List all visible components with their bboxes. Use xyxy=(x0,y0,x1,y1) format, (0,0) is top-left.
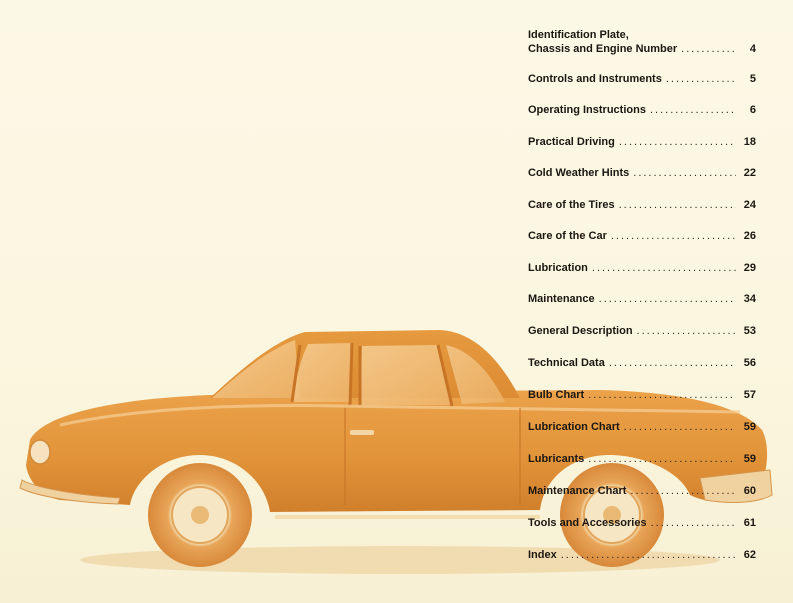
toc-dot-leader: ........................................… xyxy=(588,453,736,465)
toc-dot-leader: ........................................… xyxy=(588,389,736,401)
toc-entry-title: Controls and Instruments xyxy=(528,73,662,85)
toc-entry[interactable]: Care of the Car.........................… xyxy=(528,229,756,243)
ground-shadow xyxy=(80,546,720,574)
toc-dot-leader: ........................................… xyxy=(610,230,736,242)
toc-dot-leader: ........................................… xyxy=(608,357,736,369)
toc-entry-title: Care of the Car xyxy=(528,230,607,242)
windshield xyxy=(212,340,300,398)
front-bumper xyxy=(19,479,121,505)
toc-entry[interactable]: Practical Driving.......................… xyxy=(528,135,756,149)
rocker-trim xyxy=(275,515,540,519)
toc-entry[interactable]: Care of the Tires.......................… xyxy=(528,198,756,212)
toc-dot-leader: ........................................… xyxy=(598,293,736,305)
toc-entry[interactable]: Technical Data..........................… xyxy=(528,356,756,370)
toc-dot-leader: ........................................… xyxy=(623,421,736,433)
toc-entry-title: Practical Driving xyxy=(528,136,615,148)
toc-entry[interactable]: Bulb Chart..............................… xyxy=(528,388,756,402)
toc-entry-title: Bulb Chart xyxy=(528,389,585,401)
toc-page-number: 62 xyxy=(743,549,756,561)
toc-entry[interactable]: General Description.....................… xyxy=(528,324,756,338)
toc-entry[interactable]: Maintenance Chart.......................… xyxy=(528,484,756,498)
toc-entry[interactable]: Index...................................… xyxy=(528,548,756,562)
toc-page-number: 5 xyxy=(749,73,756,85)
headlight xyxy=(29,439,51,465)
toc-dot-leader: ........................................… xyxy=(649,104,736,116)
toc-dot-leader: ........................................… xyxy=(636,325,736,337)
toc-entry-title: Lubrication Chart xyxy=(528,421,620,433)
window-frame xyxy=(290,342,454,407)
toc-entry-title: Maintenance Chart xyxy=(528,485,627,497)
toc-entry-title: Lubrication xyxy=(528,262,588,274)
toc-page-number: 57 xyxy=(743,389,756,401)
toc-dot-leader: ........................................… xyxy=(650,517,736,529)
toc-entry[interactable]: Controls and Instruments................… xyxy=(528,72,756,86)
toc-page-number: 60 xyxy=(743,485,756,497)
toc-entry[interactable]: Identification Plate, Chassis and Engine … xyxy=(528,28,756,56)
toc-entry-title: Maintenance xyxy=(528,293,595,305)
door-outline xyxy=(344,408,521,505)
table-of-contents: Identification Plate, Chassis and Engine … xyxy=(528,28,756,588)
toc-entry-title: Care of the Tires xyxy=(528,199,615,211)
rear-wheel xyxy=(560,463,664,567)
toc-entry-title: Cold Weather Hints xyxy=(528,167,630,179)
toc-page-number: 34 xyxy=(743,293,756,305)
toc-page-number: 59 xyxy=(743,453,756,465)
rear-bumper xyxy=(699,469,773,503)
toc-dot-leader: ........................................… xyxy=(560,549,736,561)
rear-window xyxy=(360,345,452,405)
toc-page-number: 18 xyxy=(743,136,756,148)
door-handle xyxy=(350,430,374,435)
toc-entry-title: Tools and Accessories xyxy=(528,517,647,529)
toc-entry[interactable]: Lubrication.............................… xyxy=(528,261,756,275)
door-window xyxy=(292,343,352,402)
toc-entry-title: General Description xyxy=(528,325,633,337)
toc-dot-leader: ........................................… xyxy=(630,485,736,497)
toc-entry-title: Chassis and Engine Number xyxy=(528,43,678,55)
toc-entry-title-line1: Identification Plate, xyxy=(528,29,629,41)
toc-dot-leader: ........................................… xyxy=(618,136,736,148)
toc-entry-title: Lubricants xyxy=(528,453,585,465)
toc-dot-leader: ........................................… xyxy=(633,167,736,179)
toc-page-number: 6 xyxy=(749,104,756,116)
toc-entry[interactable]: Lubricants..............................… xyxy=(528,452,756,466)
toc-page-number: 61 xyxy=(743,517,756,529)
toc-page-number: 26 xyxy=(743,230,756,242)
toc-page-number: 29 xyxy=(743,262,756,274)
toc-entry[interactable]: Cold Weather Hints......................… xyxy=(528,166,756,180)
toc-page-number: 53 xyxy=(743,325,756,337)
toc-entry-title: Index xyxy=(528,549,557,561)
toc-dot-leader: ........................................… xyxy=(681,43,736,55)
belt-line xyxy=(59,404,741,427)
toc-entry[interactable]: Maintenance.............................… xyxy=(528,292,756,306)
toc-page-number: 56 xyxy=(743,357,756,369)
toc-entry[interactable]: Operating Instructions..................… xyxy=(528,103,756,117)
toc-page-number: 59 xyxy=(743,421,756,433)
car-body xyxy=(26,390,768,512)
toc-entry[interactable]: Lubrication Chart.......................… xyxy=(528,420,756,434)
toc-entry-title: Operating Instructions xyxy=(528,104,646,116)
toc-dot-leader: ........................................… xyxy=(591,262,736,274)
rear-side-glass xyxy=(446,345,505,404)
toc-dot-leader: ........................................… xyxy=(618,199,736,211)
front-wheel xyxy=(148,463,252,567)
toc-dot-leader: ........................................… xyxy=(665,73,736,85)
toc-page-number: 24 xyxy=(743,199,756,211)
toc-page-number: 4 xyxy=(749,43,756,55)
toc-page-number: 22 xyxy=(743,167,756,179)
toc-entry[interactable]: Tools and Accessories...................… xyxy=(528,516,756,530)
toc-entry-title: Technical Data xyxy=(528,357,605,369)
